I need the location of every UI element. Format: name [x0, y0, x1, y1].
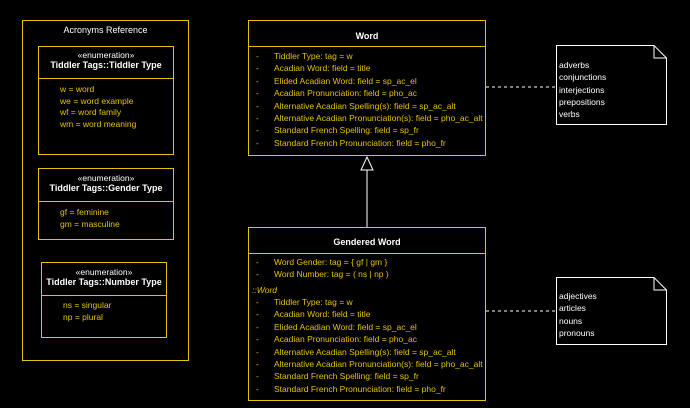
note-gendered-pos[interactable]: adjectives articles nouns pronouns	[556, 277, 667, 345]
note-item: adjectives	[559, 291, 597, 301]
enum-name: Tiddler Tags::Tiddler Type	[50, 60, 162, 70]
enum-literal: we = word example	[60, 95, 134, 106]
note-word-pos[interactable]: adverbs conjunctions interjections prepo…	[556, 45, 667, 125]
attribute: -Tiddler Type: tag = w	[256, 51, 353, 61]
inherited-attribute: -Standard French Pronunciation: field = …	[256, 383, 446, 394]
note-shape	[556, 277, 667, 345]
enum-name: Tiddler Tags::Gender Type	[49, 183, 163, 193]
class-title: Word	[355, 31, 379, 41]
attribute: -Alternative Acadian Spelling(s): field …	[256, 100, 456, 111]
enum-stereotype: «enumeration»	[77, 50, 135, 60]
attribute: -Elided Acadian Word: field = sp_ac_el	[256, 75, 417, 86]
inherited-attribute: -Elided Acadian Word: field = sp_ac_el	[256, 321, 417, 332]
inherited-label: ::Word	[252, 285, 278, 295]
enum-literal: wf = word family	[60, 107, 122, 117]
note-item: interjections	[559, 84, 605, 95]
generalization-arrowhead	[360, 155, 374, 171]
acronyms-reference-title: Acronyms Reference	[63, 25, 148, 35]
attribute: -Alternative Acadian Pronunciation(s): f…	[256, 113, 483, 124]
enum-literal: ns = singular	[63, 300, 112, 310]
class-title: Gendered Word	[333, 237, 401, 247]
enum-gender-type[interactable]: «enumeration» Tiddler Tags::Gender Type …	[38, 168, 174, 240]
inherited-attribute: -Alternative Acadian Spelling(s): field …	[256, 346, 456, 357]
attribute: -Word Number: tag = ( ns | np )	[256, 269, 389, 280]
attribute: -Standard French Pronunciation: field = …	[256, 137, 446, 148]
note-item: pronouns	[559, 327, 595, 338]
acronyms-reference-package: Acronyms Reference	[22, 20, 189, 361]
enum-number-type[interactable]: «enumeration» Tiddler Tags::Number Type …	[41, 262, 167, 338]
attribute: -Standard French Spelling: field = sp_fr	[256, 125, 419, 136]
note-item: conjunctions	[559, 72, 607, 83]
attribute: -Word Gender: tag = { gf | gm }	[256, 257, 388, 267]
inherited-attribute: -Tiddler Type: tag = w	[256, 297, 353, 307]
inherited-attribute: -Standard French Spelling: field = sp_fr	[256, 371, 419, 382]
enum-name: Tiddler Tags::Number Type	[46, 277, 162, 287]
inherited-attribute: -Acadian Pronunciation: field = pho_ac	[256, 334, 417, 345]
enum-stereotype: «enumeration»	[75, 267, 133, 277]
note-item: verbs	[559, 109, 580, 120]
note-item: adverbs	[559, 60, 590, 70]
note-shape	[556, 45, 667, 125]
enum-stereotype: «enumeration»	[77, 173, 135, 183]
enum-literal: wm = word meaning	[60, 118, 137, 129]
enum-literal: gm = masculine	[60, 218, 120, 229]
word-class[interactable]: Word -Tiddler Type: tag = w -Acadian Wor…	[248, 20, 486, 156]
attribute: -Acadian Pronunciation: field = pho_ac	[256, 88, 417, 99]
attribute: -Acadian Word: field = title	[256, 63, 371, 74]
gendered-word-class[interactable]: Gendered Word -Word Gender: tag = { gf |…	[248, 227, 486, 401]
enum-literal: np = plural	[63, 311, 103, 322]
note-item: prepositions	[559, 96, 605, 107]
enum-literal: gf = feminine	[60, 207, 109, 217]
inherited-attribute: -Acadian Word: field = title	[256, 309, 371, 320]
note-item: nouns	[559, 315, 583, 326]
inherited-attribute: -Alternative Acadian Pronunciation(s): f…	[256, 359, 483, 370]
enum-tiddler-type[interactable]: «enumeration» Tiddler Tags::Tiddler Type…	[38, 46, 174, 155]
enum-literal: w = word	[60, 84, 95, 94]
note-item: articles	[559, 303, 586, 314]
